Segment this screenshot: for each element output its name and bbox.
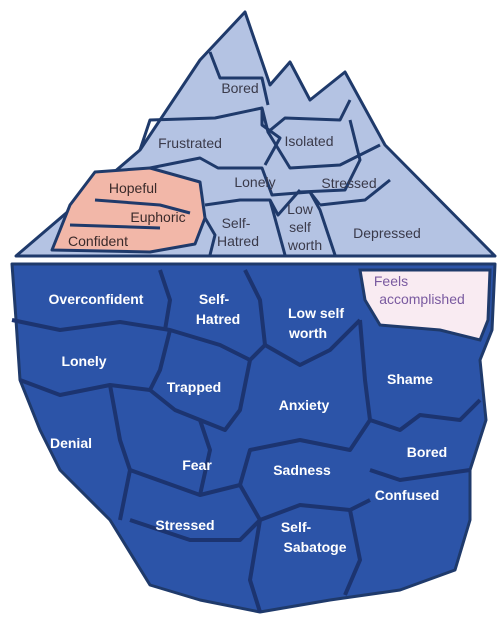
label-self-sabatoge-1: Self- [281, 519, 312, 535]
label-lonely-top: Lonely [234, 174, 275, 190]
label-self-hatred-under-2: Hatred [196, 311, 240, 327]
label-depressed: Depressed [353, 225, 421, 241]
label-overconfident: Overconfident [49, 291, 144, 307]
label-lonely-under: Lonely [61, 353, 106, 369]
label-self-sabatoge-2: Sabatoge [283, 539, 346, 555]
label-confused: Confused [375, 487, 440, 503]
label-self-hatred-top-1: Self- [222, 215, 251, 231]
label-euphoric: Euphoric [130, 209, 185, 225]
iceberg-base [10, 262, 497, 614]
label-stressed-top: Stressed [321, 175, 376, 191]
label-bored-under: Bored [407, 444, 447, 460]
label-shame: Shame [387, 371, 433, 387]
label-anxiety: Anxiety [279, 397, 330, 413]
label-low-self-worth-top-1: Low [287, 201, 314, 217]
label-trapped: Trapped [167, 379, 221, 395]
underwater-seams [11, 269, 482, 613]
label-frustrated: Frustrated [158, 135, 222, 151]
above-water-labels: Bored Frustrated Isolated Lonely Stresse… [68, 80, 421, 253]
label-fear: Fear [182, 457, 212, 473]
label-self-hatred-top-2: Hatred [217, 233, 259, 249]
label-denial: Denial [50, 435, 92, 451]
label-low-self-worth-under-1: Low self [288, 305, 344, 321]
label-self-hatred-under-1: Self- [199, 291, 230, 307]
label-low-self-worth-under-2: worth [288, 325, 327, 341]
label-low-self-worth-top-2: self [289, 219, 311, 235]
top-seams [69, 51, 391, 256]
label-bored-top: Bored [221, 80, 258, 96]
feels-accomplished-box [358, 268, 492, 342]
pink-region [50, 166, 207, 254]
label-feels: Feels [374, 273, 408, 289]
label-confident: Confident [68, 233, 128, 249]
label-isolated: Isolated [284, 133, 333, 149]
label-low-self-worth-top-3: worth [287, 237, 322, 253]
label-hopeful: Hopeful [109, 180, 157, 196]
label-sadness: Sadness [273, 462, 331, 478]
below-water-labels: Overconfident Self- Hatred Low self wort… [49, 273, 465, 555]
label-accomplished: accomplished [379, 291, 465, 307]
label-stressed-under: Stressed [155, 517, 214, 533]
